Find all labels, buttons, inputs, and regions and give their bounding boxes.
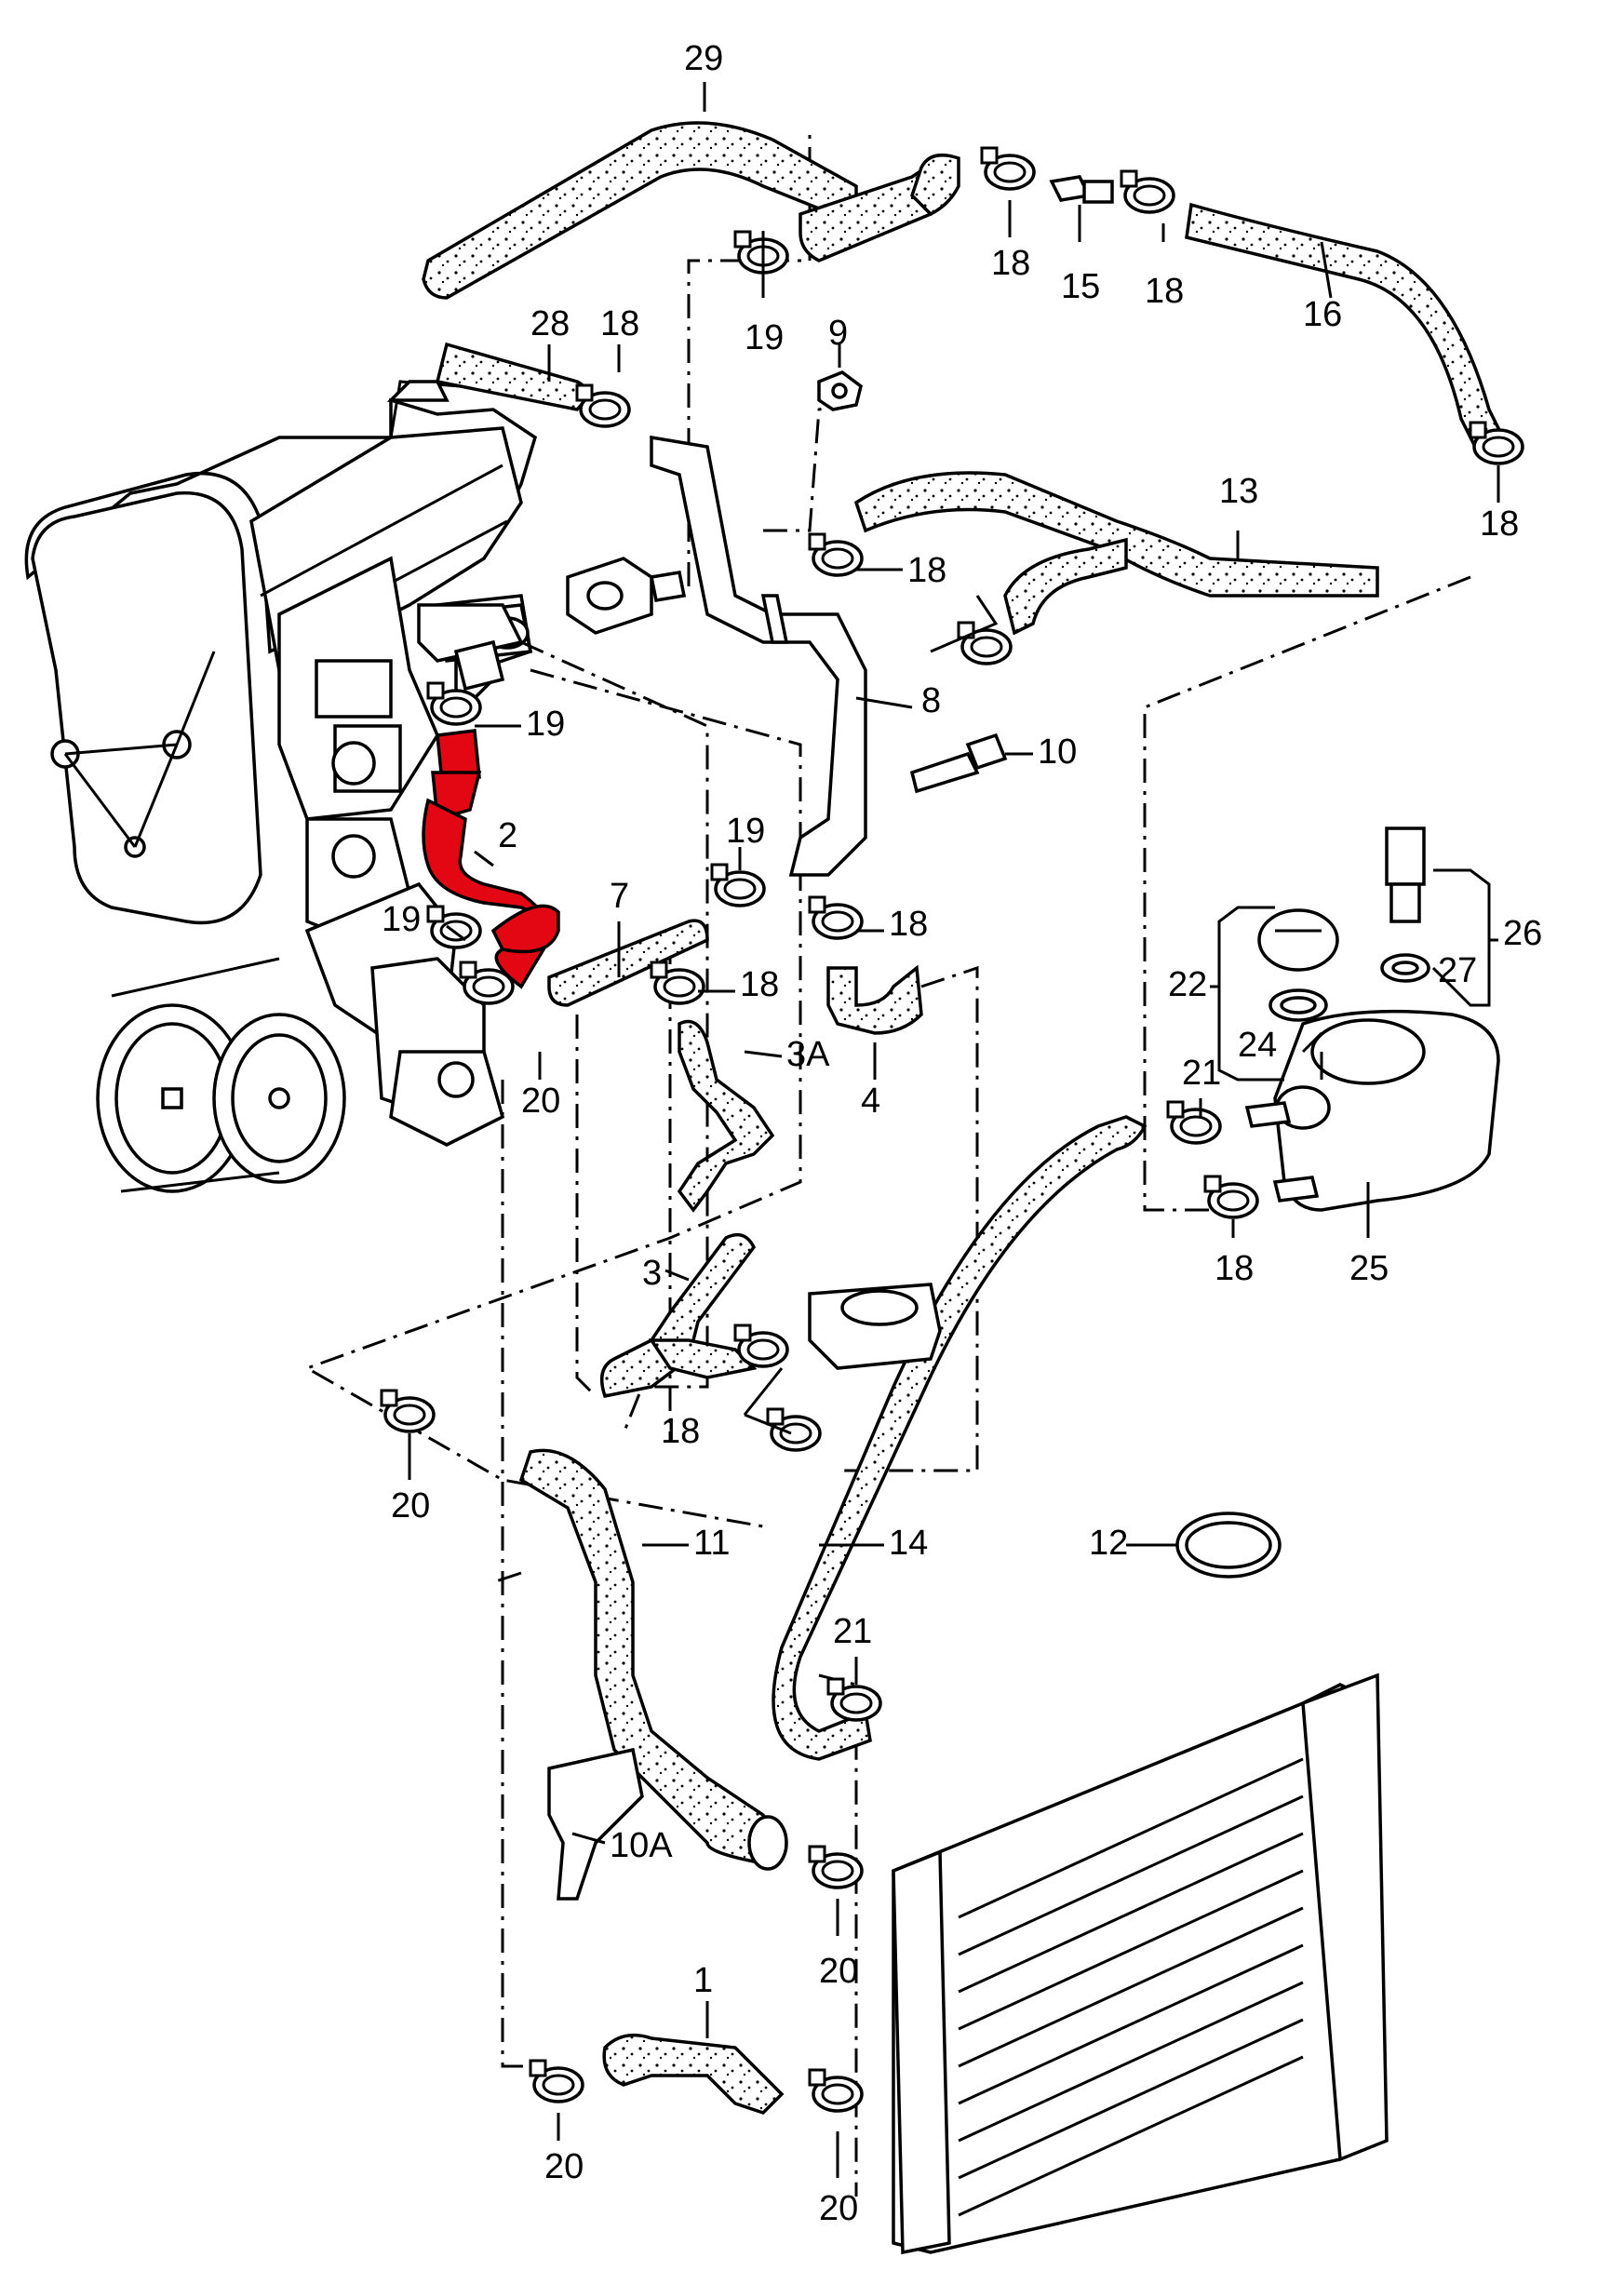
callout-18: 18 — [600, 304, 639, 343]
callout-13: 13 — [1219, 472, 1258, 511]
hose-3 — [599, 1232, 757, 1399]
coolant-nut-9 — [817, 370, 863, 411]
callout-25: 25 — [1349, 1249, 1389, 1288]
callout-18: 18 — [889, 905, 928, 944]
hose-29 — [422, 121, 858, 300]
clip-12 — [1175, 1512, 1282, 1579]
sensor-15 — [1049, 175, 1114, 204]
callout-18: 18 — [991, 244, 1030, 283]
callout-20: 20 — [819, 2189, 858, 2228]
callout-7: 7 — [610, 877, 629, 916]
callout-8: 8 — [921, 681, 941, 720]
callout-27: 27 — [1438, 951, 1477, 990]
callout-10a: 10A — [610, 1826, 673, 1865]
hose-1 — [602, 2033, 785, 2116]
callout-21: 21 — [1182, 1054, 1221, 1093]
callout-29: 29 — [684, 39, 723, 78]
leader-lines — [408, 82, 1500, 2178]
callout-14: 14 — [889, 1524, 928, 1563]
callout-15: 15 — [1061, 267, 1100, 306]
thermostat-housing — [566, 557, 687, 635]
callout-18: 18 — [1480, 504, 1519, 544]
callout-19: 19 — [526, 705, 565, 744]
callout-4: 4 — [861, 1082, 880, 1121]
callout-19: 19 — [726, 812, 765, 851]
hose-2-highlighted — [422, 729, 560, 989]
hose-28 — [435, 342, 588, 411]
callout-9: 9 — [828, 314, 848, 353]
hose-7 — [547, 919, 709, 1007]
coolant-flange-bottom — [808, 1283, 942, 1370]
callout-18: 18 — [661, 1412, 700, 1451]
callout-20: 20 — [819, 1952, 858, 1991]
callout-10: 10 — [1038, 732, 1077, 772]
radiator — [892, 1673, 1389, 2255]
hose-13 — [853, 471, 1379, 598]
callout-11: 11 — [693, 1524, 730, 1563]
cap-22 — [1257, 908, 1339, 972]
callout-20: 20 — [521, 1082, 560, 1121]
seal-27 — [1380, 953, 1430, 983]
callout-24: 24 — [1238, 1026, 1277, 1065]
callout-20: 20 — [544, 2147, 584, 2186]
coolant-outlet-flange — [417, 603, 524, 692]
callout-12: 12 — [1089, 1524, 1128, 1563]
callout-2: 2 — [498, 816, 517, 855]
hose-3a — [677, 1019, 775, 1213]
hose-13-branch — [1003, 537, 1128, 636]
callout-21: 21 — [833, 1612, 872, 1651]
callout-20: 20 — [391, 1486, 430, 1525]
callout-18: 18 — [1145, 272, 1184, 311]
callout-22: 22 — [1168, 965, 1207, 1004]
bracket-10a — [547, 1747, 644, 1901]
callout-16: 16 — [1303, 295, 1342, 334]
seal-24 — [1268, 988, 1328, 1022]
bolt-10 — [909, 732, 1008, 794]
callout-labels: 29 19 18 15 18 16 18 28 18 9 13 18 8 10 … — [382, 39, 1542, 2228]
callout-26: 26 — [1503, 914, 1542, 953]
callout-19: 19 — [745, 318, 784, 357]
hose-29-connector — [909, 153, 960, 217]
callout-3: 3 — [642, 1254, 662, 1293]
callout-28: 28 — [530, 304, 570, 343]
callout-18: 18 — [1215, 1249, 1254, 1288]
hose-16 — [1185, 202, 1510, 459]
callout-18: 18 — [907, 551, 946, 590]
callout-19: 19 — [382, 900, 421, 939]
sensor-26 — [1385, 826, 1426, 923]
callout-3a: 3A — [786, 1035, 830, 1074]
callout-1: 1 — [693, 1961, 713, 2000]
pipe-8 — [650, 435, 867, 877]
expansion-tank-25 — [1244, 1009, 1500, 1212]
hose-14 — [772, 1115, 1148, 1761]
hose-4 — [826, 964, 923, 1035]
callout-18: 18 — [740, 965, 779, 1004]
